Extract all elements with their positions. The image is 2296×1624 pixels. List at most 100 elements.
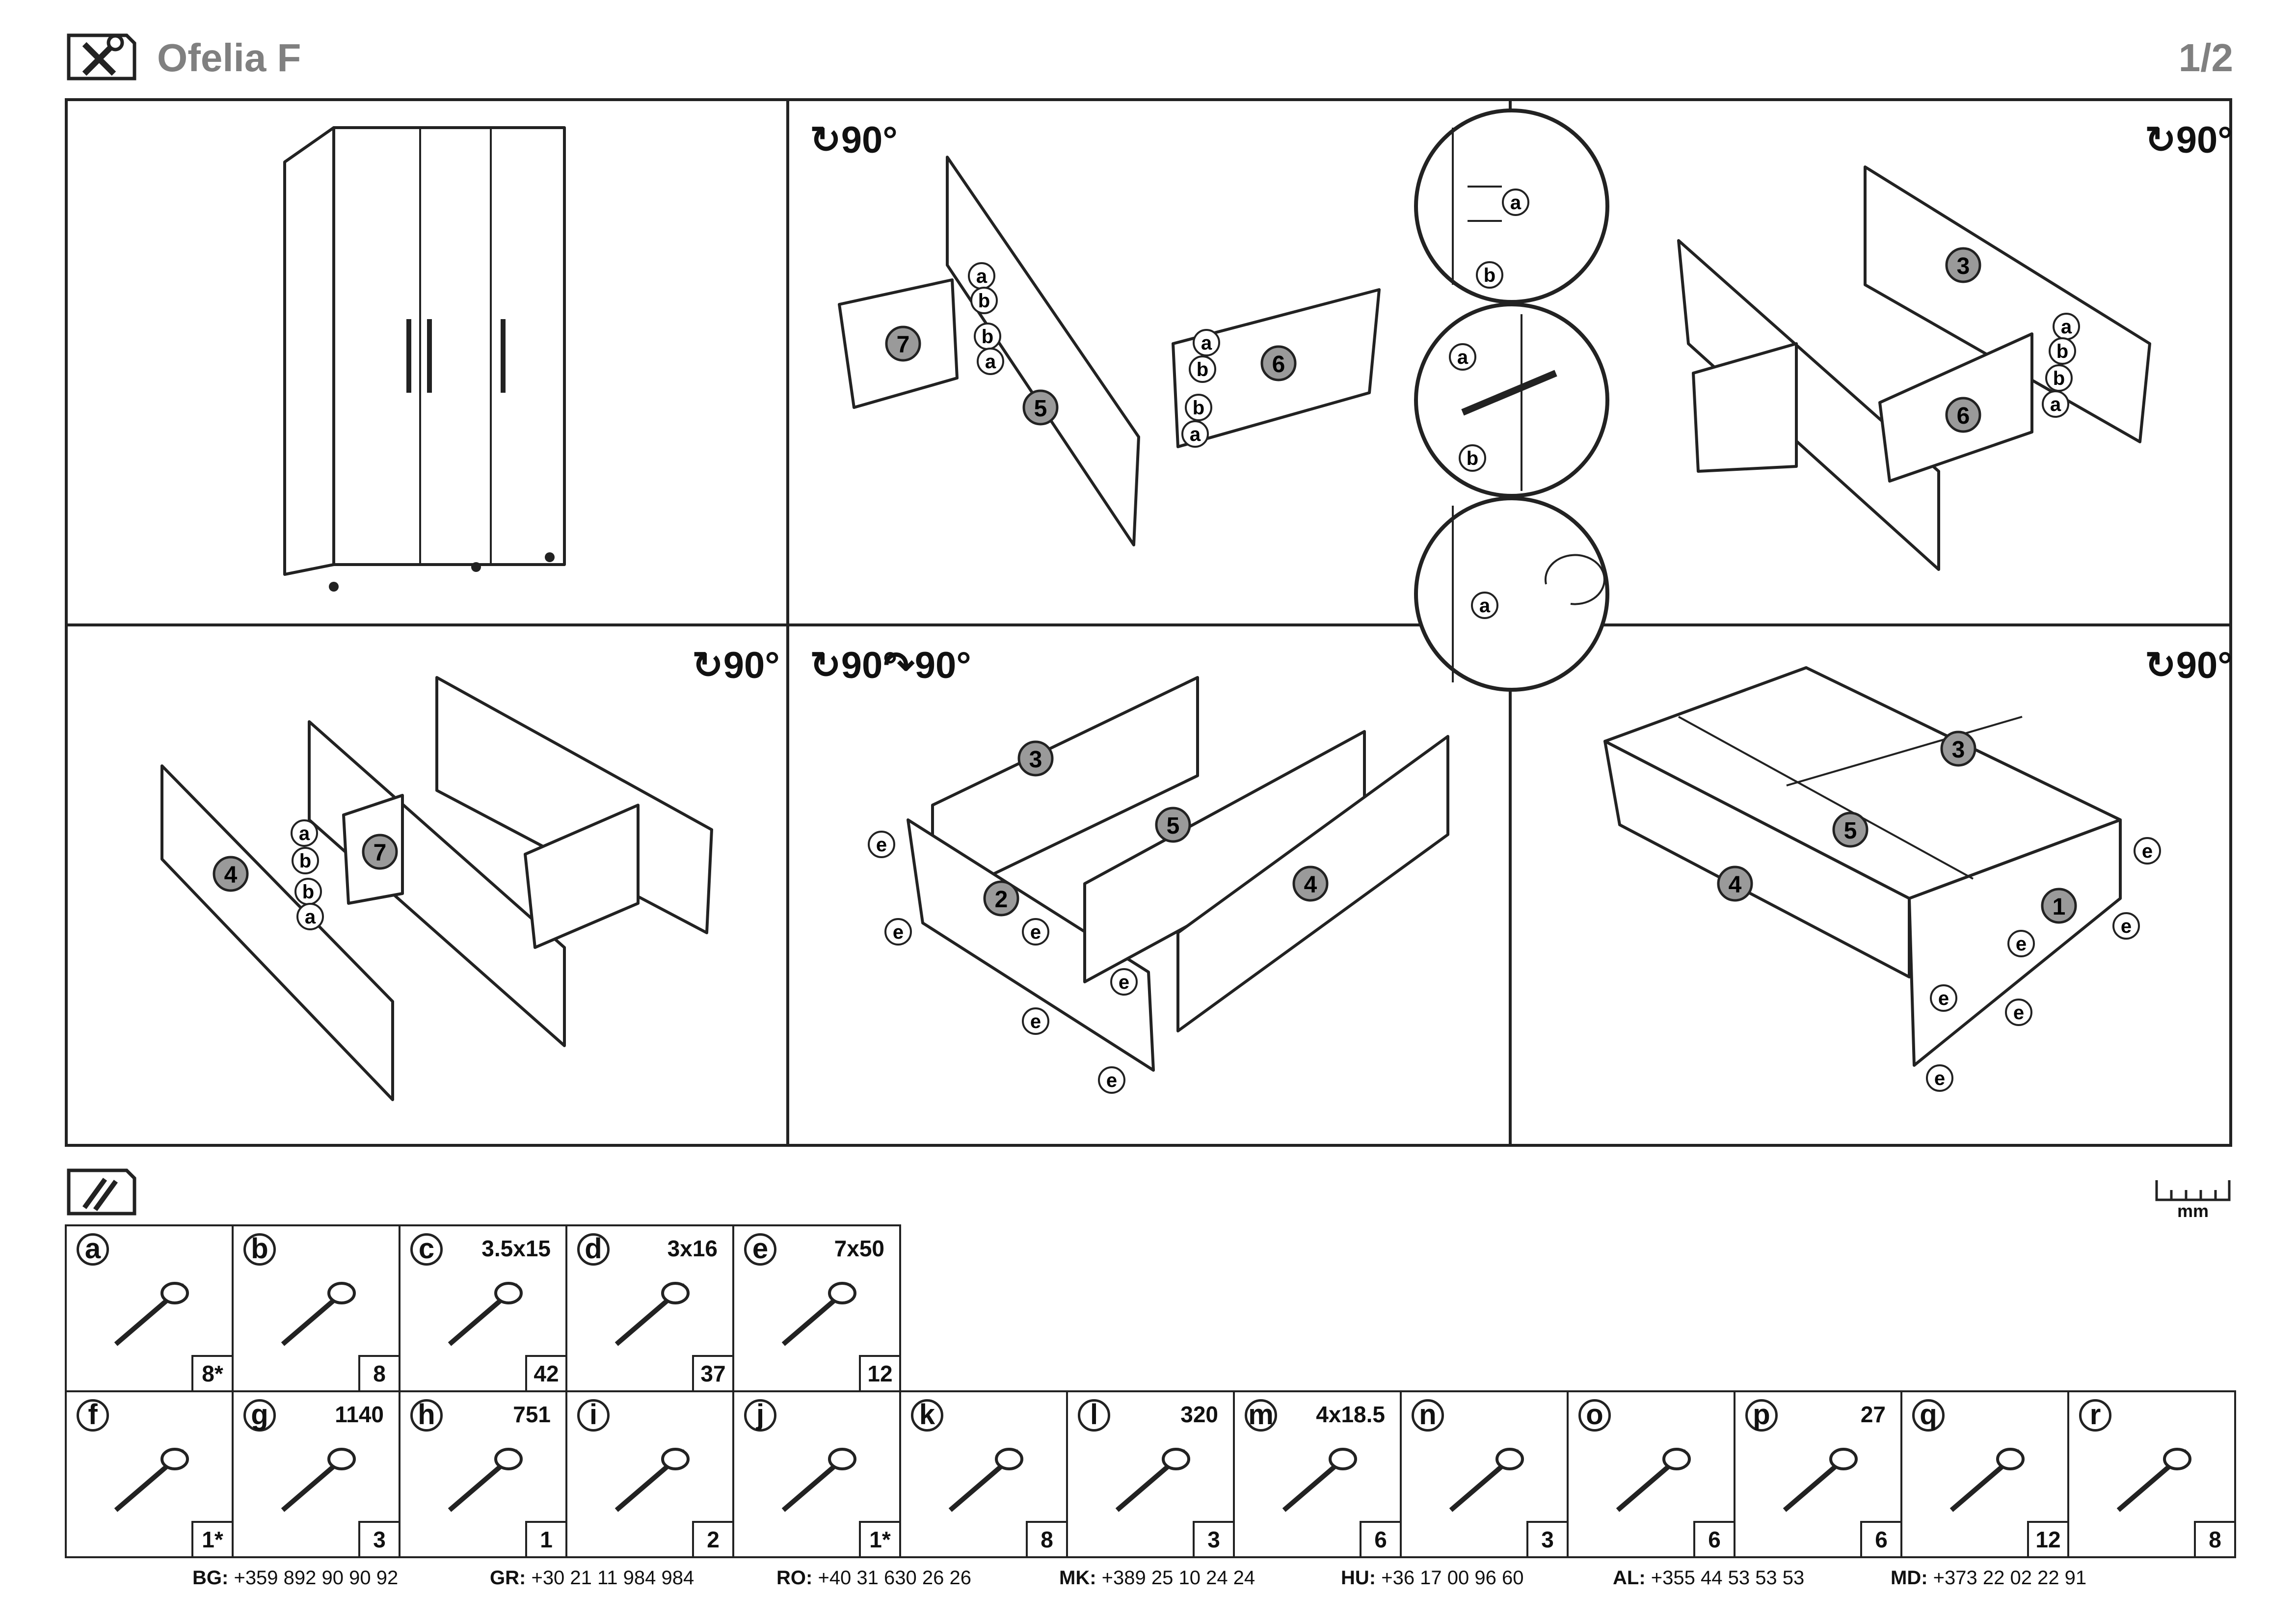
- part-spec: 1140: [335, 1402, 384, 1427]
- svg-text:a: a: [985, 351, 996, 373]
- svg-text:e: e: [2121, 916, 2132, 937]
- svg-text:b: b: [982, 326, 993, 348]
- svg-text:b: b: [1467, 448, 1478, 469]
- part-quantity: 8*: [191, 1355, 232, 1390]
- part-letter: d: [577, 1233, 610, 1266]
- part-spec: 751: [513, 1402, 551, 1427]
- part-spec: 3.5x15: [481, 1236, 551, 1261]
- phone-md: MD: +373 22 02 22 91: [1891, 1567, 2087, 1589]
- svg-text:a: a: [305, 906, 316, 928]
- svg-text:5: 5: [1844, 818, 1857, 844]
- svg-text:e: e: [2016, 933, 2027, 955]
- part-letter: m: [1245, 1399, 1277, 1432]
- svg-text:b: b: [1484, 265, 1495, 286]
- part-quantity: 1*: [859, 1521, 899, 1556]
- svg-text:a: a: [2061, 316, 2072, 338]
- svg-text:e: e: [1030, 921, 1041, 943]
- part-r-icon: [2116, 1448, 2191, 1512]
- part-e-icon: [781, 1282, 856, 1346]
- part-spec: 320: [1180, 1402, 1218, 1427]
- part-d-icon: [614, 1282, 690, 1346]
- hardware-icon: [65, 1164, 138, 1218]
- svg-text:a: a: [2050, 394, 2061, 415]
- part-b-icon: [281, 1282, 356, 1346]
- part-quantity: 8: [1026, 1521, 1066, 1556]
- part-letter: n: [1412, 1399, 1444, 1432]
- svg-text:b: b: [299, 850, 311, 872]
- part-letter: h: [410, 1399, 443, 1432]
- part-quantity: 6: [1860, 1521, 1900, 1556]
- svg-text:7: 7: [897, 332, 910, 358]
- part-letter: r: [2079, 1399, 2111, 1432]
- part-q-icon: [1949, 1448, 2025, 1512]
- svg-text:a: a: [299, 823, 310, 844]
- assembly-steps-grid: [65, 98, 2232, 1147]
- svg-text:5: 5: [1034, 396, 1047, 422]
- svg-text:e: e: [893, 921, 904, 943]
- part-spec: 27: [1860, 1402, 1886, 1427]
- svg-text:e: e: [1938, 988, 1949, 1009]
- phone-al: AL: +355 44 53 53 53: [1613, 1567, 1805, 1589]
- svg-text:a: a: [1190, 424, 1201, 445]
- rotate-90-label: ↻90°: [810, 645, 898, 686]
- part-letter: k: [911, 1399, 943, 1432]
- part-quantity: 3: [1193, 1521, 1233, 1556]
- rotate-90-label: ↻90°: [810, 119, 898, 161]
- part-i-icon: [614, 1448, 690, 1512]
- part-c-icon: [448, 1282, 523, 1346]
- svg-text:e: e: [1030, 1011, 1041, 1032]
- step-2-illustration: 3 6 a b b a: [1659, 157, 2160, 582]
- svg-text:a: a: [976, 266, 988, 287]
- cam-lock-detail-illustration: a b a b a: [1404, 108, 1620, 695]
- part-spec: 7x50: [834, 1236, 884, 1261]
- part-letter: c: [410, 1233, 443, 1266]
- phone-mk: MK: +389 25 10 24 24: [1059, 1567, 1255, 1589]
- part-k-icon: [948, 1448, 1023, 1512]
- page-number: 1/2: [2178, 36, 2233, 80]
- phone-ro: RO: +40 31 630 26 26: [776, 1567, 971, 1589]
- part-letter: j: [744, 1399, 776, 1432]
- svg-text:b: b: [1193, 397, 1204, 419]
- part-l: l 320 3: [1066, 1390, 1235, 1558]
- svg-text:b: b: [978, 290, 990, 312]
- svg-text:6: 6: [1957, 403, 1970, 429]
- svg-text:e: e: [876, 834, 887, 856]
- phone-hu: HU: +36 17 00 96 60: [1341, 1567, 1524, 1589]
- part-quantity: 3: [1526, 1521, 1567, 1556]
- part-g-icon: [281, 1448, 356, 1512]
- part-j-icon: [781, 1448, 856, 1512]
- step-1-illustration: 7 5 6 a b b a a b b a: [834, 147, 1399, 567]
- svg-text:e: e: [2013, 1002, 2024, 1024]
- svg-text:e: e: [1106, 1070, 1117, 1091]
- part-j: j 1*: [732, 1390, 901, 1558]
- page-title: Ofelia F: [157, 36, 301, 80]
- svg-text:7: 7: [374, 840, 387, 866]
- wardrobe-overview-illustration: [275, 123, 579, 596]
- ruler-icon: mm: [2154, 1178, 2232, 1222]
- svg-text:e: e: [1119, 972, 1129, 993]
- grid-divider: [65, 623, 2232, 626]
- part-letter: l: [1078, 1399, 1110, 1432]
- part-quantity: 3: [358, 1521, 399, 1556]
- svg-text:3: 3: [1952, 737, 1965, 763]
- svg-text:b: b: [2056, 341, 2068, 362]
- part-l-icon: [1115, 1448, 1190, 1512]
- part-quantity: 37: [692, 1355, 732, 1390]
- part-quantity: 6: [1360, 1521, 1400, 1556]
- part-quantity: 6: [1693, 1521, 1734, 1556]
- tools-icon: [65, 29, 138, 83]
- svg-text:b: b: [302, 881, 314, 903]
- step-4-illustration: 3 2 5 4 e e e e e e: [854, 668, 1468, 1112]
- svg-text:a: a: [1201, 332, 1212, 354]
- part-h-icon: [448, 1448, 523, 1512]
- svg-text:e: e: [1934, 1068, 1945, 1089]
